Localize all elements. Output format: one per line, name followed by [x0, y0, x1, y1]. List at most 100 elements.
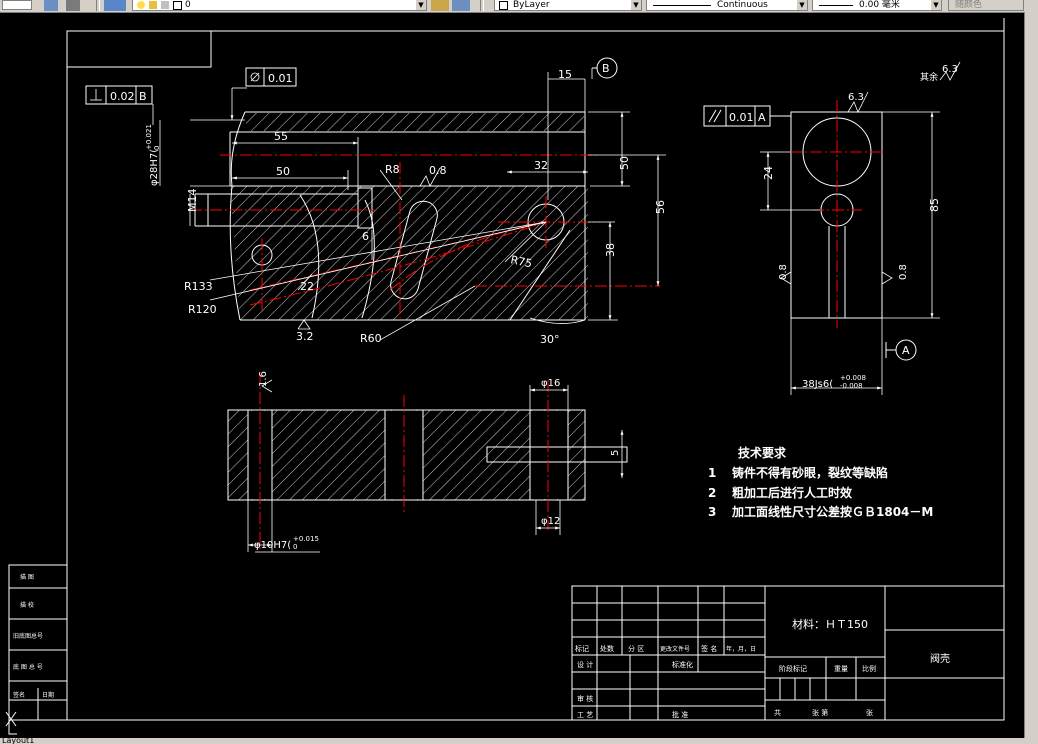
title-material: 材料：ＨＴ150 [792, 617, 868, 631]
dim-m14: M14 [186, 189, 199, 213]
dim-38js6: 38Js6( [802, 379, 833, 390]
tech-req-title: 技术要求 [738, 445, 787, 460]
dim-50: 50 [276, 165, 290, 178]
roughness-0-8-left: 0.8 [778, 264, 789, 280]
side-block-date: 日期 [42, 691, 54, 699]
tech-req-item-1: 铸件不得有砂眼，裂纹等缺陷 [732, 465, 888, 480]
layer-color-icon [173, 1, 182, 10]
dim-15: 15 [558, 68, 572, 81]
lineweight-preview-icon [819, 5, 853, 6]
layers-toolbar: 0 ▼ ByLayer ▼ Continuous ▼ 0.00 毫米 ▼ 随颜色 [0, 0, 1038, 13]
tb-review: 审 核 [577, 694, 593, 703]
roughness-6-3-side: 6.3 [848, 92, 864, 103]
top-view [227, 372, 628, 553]
layer-dropdown[interactable]: 0 ▼ [132, 0, 427, 11]
fcf-perp-datum: B [139, 90, 147, 103]
tb-header-sign: 签 名 [701, 644, 717, 653]
tb-sheets-of: 张 第 [812, 708, 828, 717]
tab-layout1[interactable]: Layout1 [2, 738, 35, 744]
make-current-icon[interactable] [431, 0, 449, 11]
dim-phi28: φ28H7( [149, 149, 160, 186]
side-block [8, 564, 68, 721]
color-swatch-icon [499, 1, 508, 10]
side-view [703, 61, 961, 395]
dim-phi10-tol-lo: 0 [293, 543, 297, 551]
layout-tab-bar: Layout1 [0, 738, 1038, 744]
title-block [571, 585, 1005, 721]
dim-38: 38 [604, 243, 617, 257]
linetype-dropdown[interactable]: Continuous ▼ [646, 0, 808, 11]
lineweight-dropdown[interactable]: 0.00 毫米 ▼ [812, 0, 942, 11]
linetype-value: Continuous [717, 0, 768, 10]
chevron-down-icon: ▼ [416, 0, 426, 10]
color-value: ByLayer [513, 0, 550, 10]
layer-name: 0 [185, 0, 191, 10]
side-block-trace: 描 图 [20, 573, 34, 581]
roughness-3-2: 3.2 [296, 330, 314, 343]
plotstyle-dropdown[interactable]: 随颜色 [948, 0, 1024, 11]
layer-manager-icon[interactable] [66, 0, 80, 11]
tech-req-item-3: 加工面线性尺寸公差按ＧＢ1804－M [731, 504, 933, 519]
dim-24: 24 [762, 166, 775, 180]
layer-previous-icon[interactable] [452, 0, 470, 11]
tb-sheet: 张 [866, 708, 873, 717]
tb-header-date: 年，月，日 [726, 645, 756, 653]
vertical-scrollbar[interactable] [1024, 12, 1038, 738]
side-block-sign: 签名 [13, 691, 25, 699]
fcf-para-value: 0.01 [729, 111, 754, 124]
dim-85: 85 [928, 198, 941, 212]
layer-properties-icon[interactable] [104, 0, 126, 11]
tb-standard: 标准化 [672, 660, 693, 669]
lock-icon [161, 1, 169, 9]
dim-r60: R60 [360, 332, 382, 345]
dim-phi28-tol-up: +0.021 [145, 124, 153, 150]
tb-header-docno: 更改文件号 [660, 645, 690, 653]
tech-req-num-1: 1 [708, 466, 716, 480]
side-block-check: 描 校 [20, 601, 34, 609]
roughness-0-8-right: 0.8 [898, 264, 909, 280]
bulb-icon [137, 1, 145, 9]
dim-6: 6 [362, 230, 369, 243]
tech-req-num-3: 3 [708, 505, 716, 519]
dim-22: 22 [300, 280, 314, 293]
tb-scale: 比例 [862, 664, 876, 673]
dim-55: 55 [274, 130, 288, 143]
tb-approve: 批 准 [672, 710, 688, 719]
dim-38js6-tol-up: +0.008 [840, 374, 866, 382]
fcf-para-datum: A [758, 111, 766, 124]
chevron-down-icon: ▼ [797, 0, 807, 10]
dim-phi12: φ12 [541, 516, 560, 527]
datum-a-label: A [902, 344, 910, 357]
roughness-rest-label: 其余 [920, 71, 938, 83]
tb-stage: 阶段标记 [779, 664, 807, 673]
dim-30deg: 30° [540, 333, 560, 346]
dim-r133: R133 [184, 280, 213, 293]
chevron-down-icon: ▼ [931, 0, 941, 10]
dim-50-vertical: 50 [618, 156, 631, 170]
fcf-circ-value: 0.01 [268, 72, 293, 85]
toolbar-separator [96, 0, 100, 11]
title-part-name: 阀壳 [930, 652, 950, 665]
tech-req-num-2: 2 [708, 486, 716, 500]
roughness-6-3-corner: 6.3 [942, 64, 958, 75]
dim-phi10: φ10H7( [254, 540, 291, 551]
corner-box [67, 31, 212, 68]
dim-r8: R8 [385, 163, 400, 176]
color-dropdown[interactable]: ByLayer ▼ [494, 0, 642, 11]
toolbar-left-segment [0, 0, 40, 11]
roughness-0-8-top: 0.8 [429, 164, 447, 177]
drawing-canvas[interactable]: 0.02 B 0.01 0.01 A B A 15 55 50 32 R8 R7… [0, 12, 1024, 738]
chevron-down-icon: ▼ [631, 0, 641, 10]
dim-phi16: φ16 [541, 378, 560, 389]
dim-phi28-tol-lo: 0 [153, 146, 161, 150]
dim-phi10-tol-up: +0.015 [293, 535, 319, 543]
tb-header-count: 处数 [600, 644, 614, 653]
dim-r75: R75 [509, 253, 533, 270]
toolbar-separator [480, 0, 484, 11]
tb-process: 工 艺 [577, 711, 593, 719]
layer-states-icon[interactable] [44, 0, 58, 11]
ucs-icon [5, 704, 17, 735]
dim-32: 32 [534, 159, 548, 172]
side-block-base-no: 底 图 总 号 [13, 663, 43, 671]
side-block-old-no: 旧底图总号 [13, 632, 43, 640]
